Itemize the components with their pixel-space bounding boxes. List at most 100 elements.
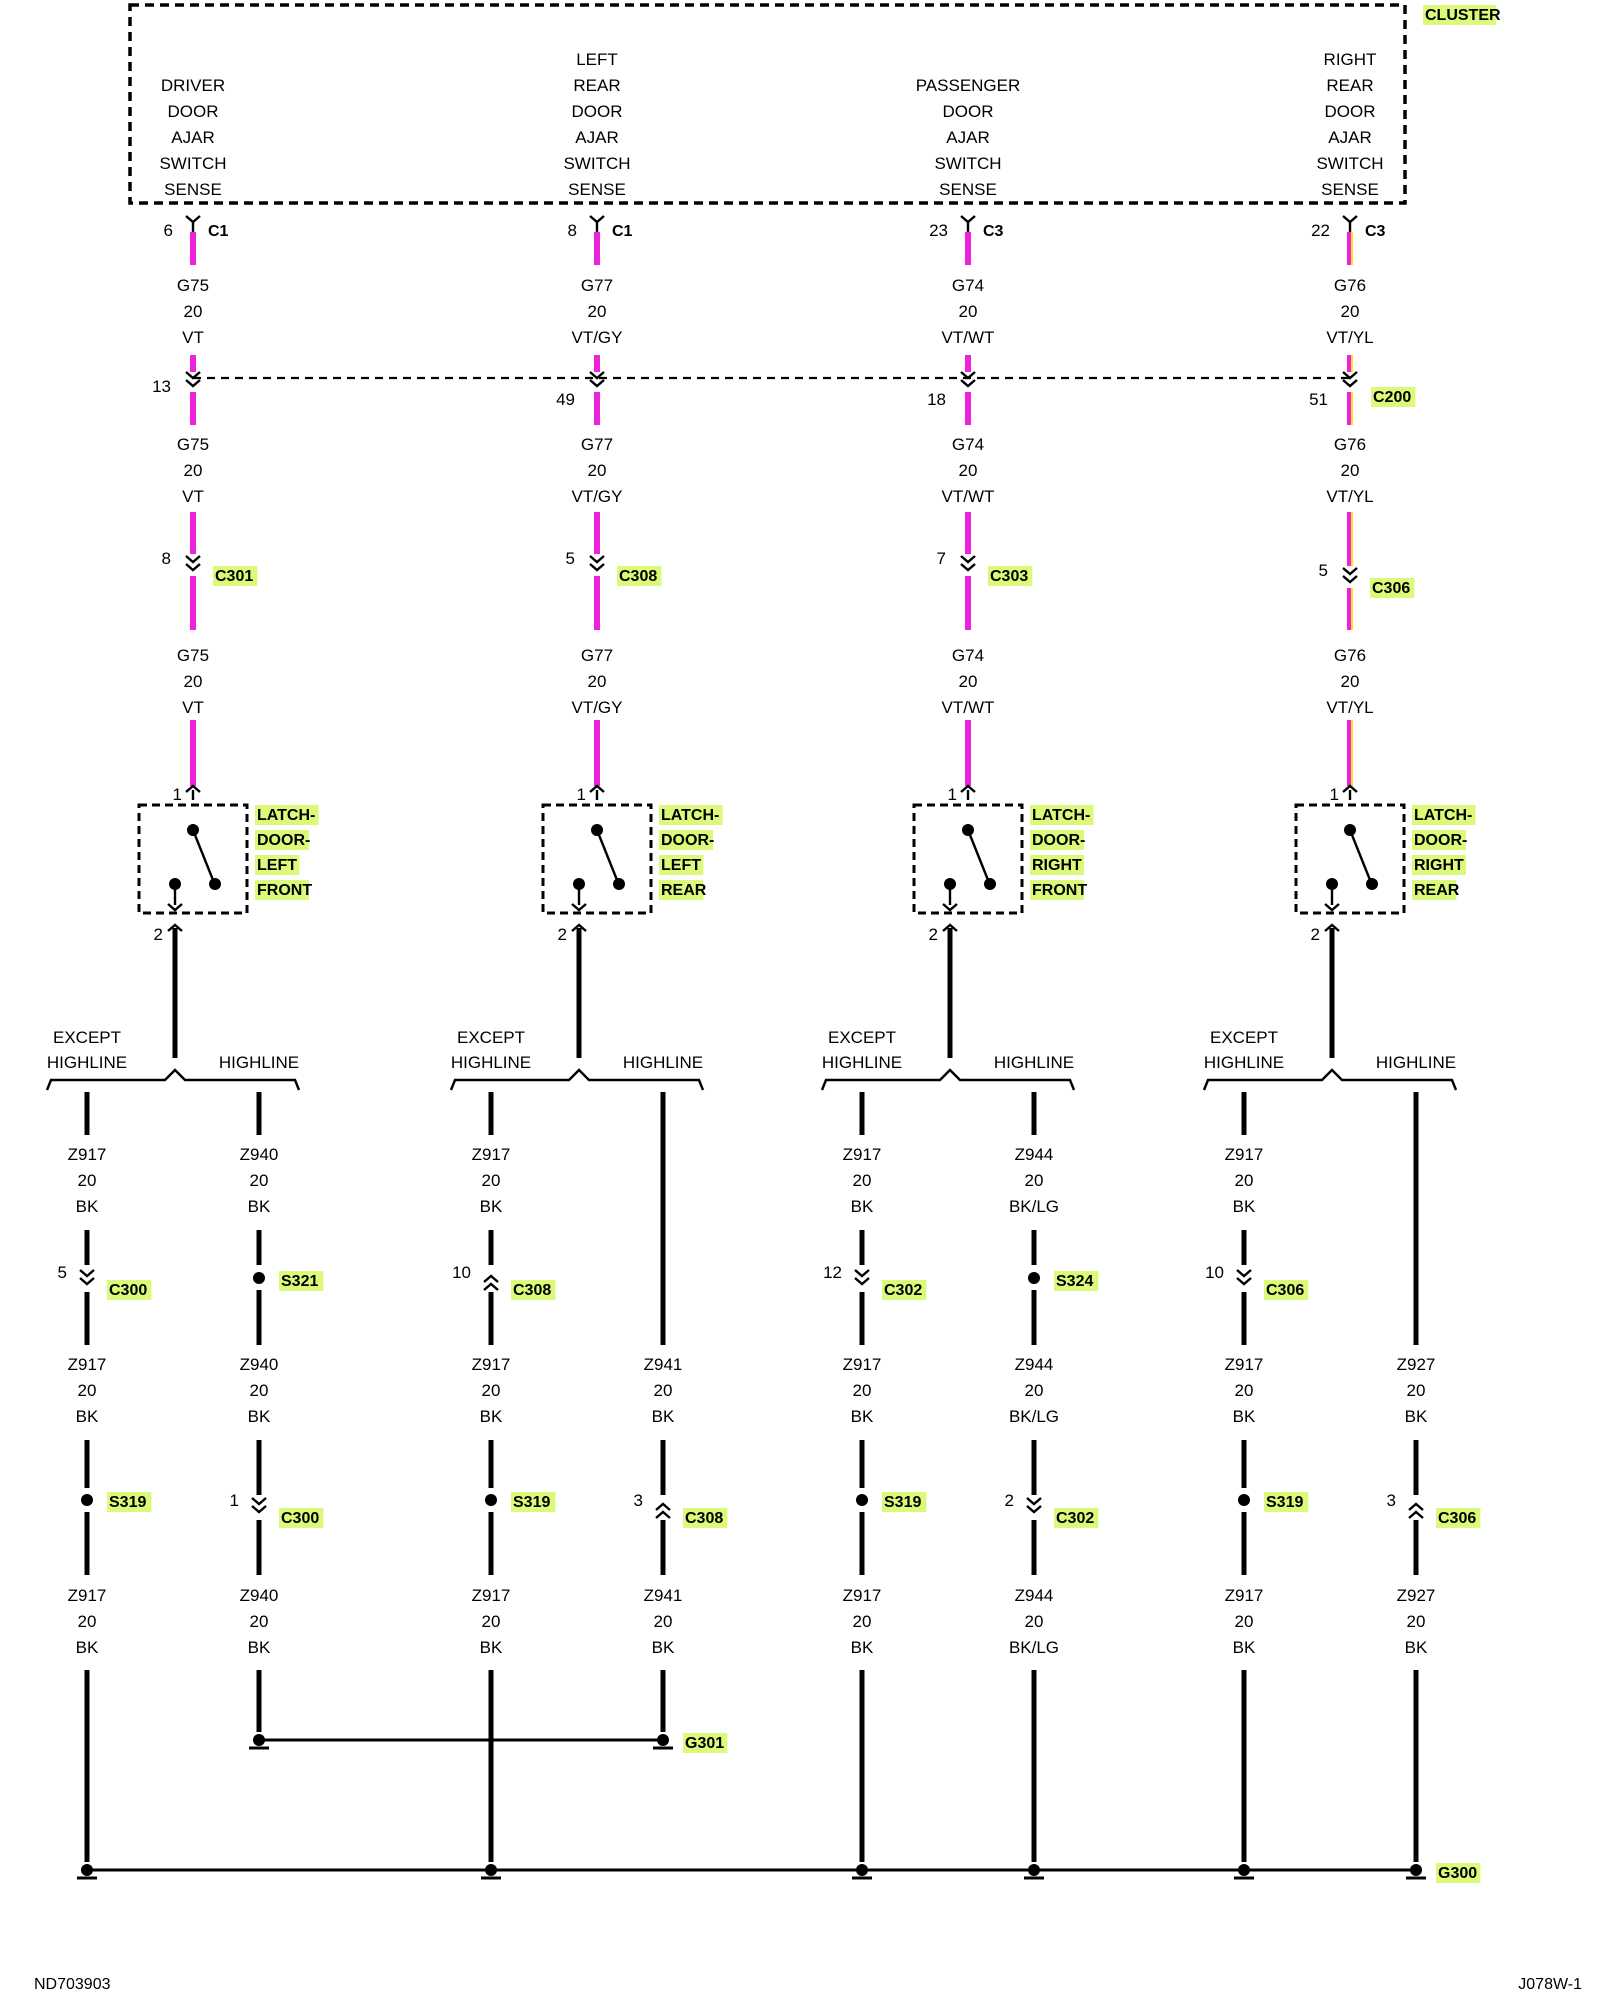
leg-3-cluster-pin-chevron <box>1342 215 1358 224</box>
leg-0-cluster-conn: C1 <box>208 223 229 240</box>
leg-1-latch-pin1: 1 <box>577 785 586 804</box>
leg-3-except-splice-dot <box>1238 1494 1250 1506</box>
leg-3-high-j2-name-highlight <box>1436 1508 1481 1528</box>
leg-1-inline-chevron-a <box>589 555 605 564</box>
leg-2-latch-box <box>912 803 1024 915</box>
leg-3-high-j2-pin: 3 <box>1387 1491 1396 1510</box>
leg-3-wire-label-b-1: 20 <box>1341 461 1360 480</box>
leg-3-wire-label-a-2: VT/YL <box>1326 328 1373 347</box>
leg-3-except-w2-1: 20 <box>1235 1381 1254 1400</box>
leg-2-cluster-conn: C3 <box>983 223 1004 240</box>
leg-0-c200-chevron-a <box>185 371 201 380</box>
leg-0-latch-pin2-chevron <box>167 923 183 932</box>
leg-1-wire-label-a-2: VT/GY <box>571 328 622 347</box>
leg-1-except-w1-1: 20 <box>482 1171 501 1190</box>
leg-3-inline-chevron-b <box>1342 575 1358 584</box>
leg-3-except-j2-name-highlight <box>1264 1492 1309 1512</box>
leg-3-latch-label-3: REAR <box>1414 882 1460 899</box>
leg-1-inline-conn: C308 <box>619 568 657 585</box>
leg-2-high-w3-1: 20 <box>1025 1612 1044 1631</box>
leg-0-inline-chevron-a <box>185 555 201 564</box>
leg-2-inline-chevron-a <box>960 555 976 564</box>
leg-3-high-w3-1: 20 <box>1407 1612 1426 1631</box>
leg-3-latch-label-0-highlight <box>1412 805 1476 825</box>
leg-2-except-splice-dot <box>856 1494 868 1506</box>
leg-3-except-w2-0: Z917 <box>1225 1355 1264 1374</box>
leg-2-wire-label-c-1: 20 <box>959 672 978 691</box>
cluster-input-3-2: DOOR <box>1325 102 1376 121</box>
leg-2-except-j2-name-highlight <box>882 1492 927 1512</box>
leg-2-except-label-1: HIGHLINE <box>822 1053 902 1072</box>
leg-0-high-w2-1: 20 <box>250 1381 269 1400</box>
leg-3-latch-label-2: RIGHT <box>1414 857 1464 874</box>
leg-3-wire-label-b-0: G76 <box>1334 435 1366 454</box>
cluster-box <box>128 3 1407 205</box>
leg-2-wire-label-a-1: 20 <box>959 302 978 321</box>
leg-0-except-j1-chevron-a <box>79 1269 95 1278</box>
leg-1-except-j1-chevron-a <box>483 1274 499 1283</box>
leg-2-high-j1-name-highlight <box>1054 1271 1099 1291</box>
leg-2-inline-chevron-b <box>960 563 976 572</box>
leg-3-latch-label-1: DOOR- <box>1414 832 1467 849</box>
leg-1-except-w3-1: 20 <box>482 1612 501 1631</box>
leg-3-c200-pin: 51 <box>1309 390 1328 409</box>
leg-1-latch-blade <box>595 829 619 881</box>
leg-2-high-j1-name: S324 <box>1056 1273 1093 1290</box>
leg-2-high-splice-dot <box>1028 1272 1040 1284</box>
leg-1-cluster-conn: C1 <box>612 223 633 240</box>
leg-2-high-j2-name: C302 <box>1056 1510 1094 1527</box>
leg-1-latch-label-1-highlight <box>659 830 713 850</box>
leg-0-high-j2-chevron-a <box>251 1497 267 1506</box>
leg-3-wire-label-c-0: G76 <box>1334 646 1366 665</box>
cluster-input-3-3: AJAR <box>1328 128 1371 147</box>
leg-2-latch-label-3: FRONT <box>1032 882 1087 899</box>
leg-0-high-w3-1: 20 <box>250 1612 269 1631</box>
leg-2-except-w3-1: 20 <box>853 1612 872 1631</box>
leg-1-c200-chevron-b <box>589 379 605 388</box>
leg-2-latch-label-2: RIGHT <box>1032 857 1082 874</box>
leg-1-except-splice-dot <box>485 1494 497 1506</box>
leg-0-latch-pin2: 2 <box>154 925 163 944</box>
leg-0-except-j1-name: C300 <box>109 1282 147 1299</box>
leg-2-except-j1-name: C302 <box>884 1282 922 1299</box>
leg-0-except-w2-1: 20 <box>78 1381 97 1400</box>
leg-1-high-j2-name: C308 <box>685 1510 723 1527</box>
leg-1-cluster-pin-chevron <box>589 215 605 224</box>
leg-0-except-w3-0: Z917 <box>68 1586 107 1605</box>
cluster-input-1-0: LEFT <box>576 50 618 69</box>
leg-1-high-w3-0: Z941 <box>644 1586 683 1605</box>
leg-2-high-j2-chevron-a <box>1026 1497 1042 1506</box>
leg-1-latch-label-3: REAR <box>661 882 707 899</box>
leg-3-except-label-0: EXCEPT <box>1210 1028 1278 1047</box>
leg-1-high-w3-1: 20 <box>654 1612 673 1631</box>
leg-1-except-j1-chevron-b <box>483 1282 499 1291</box>
leg-1-except-w1-2: BK <box>480 1197 503 1216</box>
leg-0-high-w1-1: 20 <box>250 1171 269 1190</box>
leg-1-except-j1-name-highlight <box>511 1280 556 1300</box>
leg-3-wire-label-c-1: 20 <box>1341 672 1360 691</box>
leg-3-high-w2-1: 20 <box>1407 1381 1426 1400</box>
leg-2-inline-conn: C303 <box>990 568 1028 585</box>
cluster-input-0-0: DRIVER <box>161 76 225 95</box>
leg-3-latch-blade <box>1348 829 1372 881</box>
leg-2-except-j2-name: S319 <box>884 1494 921 1511</box>
cluster-input-1-2: DOOR <box>572 102 623 121</box>
leg-0-except-j1-name-highlight <box>107 1280 152 1300</box>
leg-0-high-w2-0: Z940 <box>240 1355 279 1374</box>
leg-3-high-w2-0: Z927 <box>1397 1355 1436 1374</box>
leg-2-latch-pin1-chevron <box>960 784 976 793</box>
leg-0-except-w3-1: 20 <box>78 1612 97 1631</box>
leg-1-latch-pin2-inner <box>571 903 587 912</box>
leg-2-except-w3-0: Z917 <box>843 1586 882 1605</box>
leg-2-except-j1-chevron-b <box>854 1277 870 1286</box>
cluster-input-2-4: SENSE <box>939 180 997 199</box>
leg-3-except-w2-2: BK <box>1233 1407 1256 1426</box>
leg-2-high-w2-2: BK/LG <box>1009 1407 1059 1426</box>
leg-1-wire-label-b-1: 20 <box>588 461 607 480</box>
leg-2-c200-pin: 18 <box>927 390 946 409</box>
leg-3-latch-contact-blade <box>1366 878 1378 890</box>
leg-1-wire-label-c-0: G77 <box>581 646 613 665</box>
leg-0-inline-chevron-b <box>185 563 201 572</box>
leg-1-wire-label-c-1: 20 <box>588 672 607 691</box>
leg-0-except-label-1: HIGHLINE <box>47 1053 127 1072</box>
